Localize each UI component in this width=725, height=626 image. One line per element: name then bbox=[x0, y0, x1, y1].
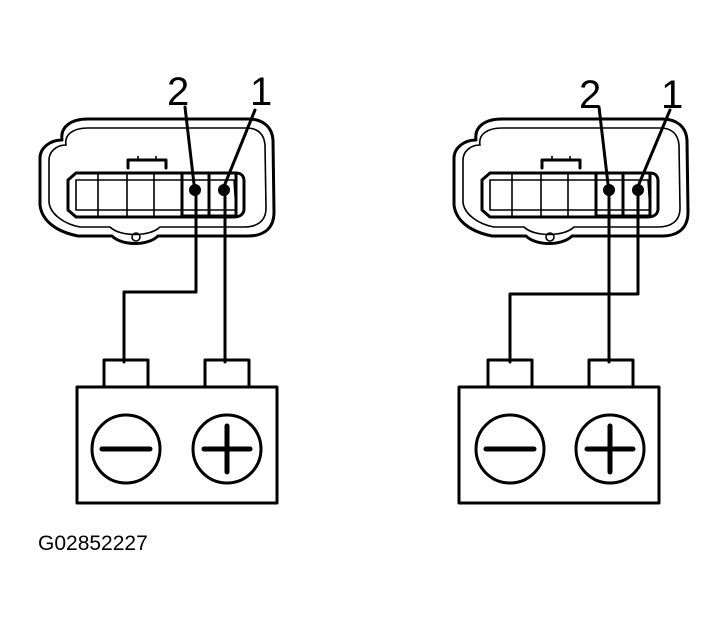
right-connector bbox=[452, 117, 690, 245]
positive-terminal-icon bbox=[191, 413, 263, 485]
left-diagram: 2 1 bbox=[38, 70, 279, 505]
right-pin-label-2: 2 bbox=[579, 73, 601, 117]
left-wire-pin2-to-negative bbox=[122, 194, 198, 364]
right-pin-label-1: 1 bbox=[661, 73, 683, 117]
negative-terminal-icon bbox=[474, 413, 546, 485]
positive-terminal-icon bbox=[574, 413, 646, 485]
left-pin-2-contact bbox=[189, 184, 201, 196]
right-diagram: 2 1 bbox=[452, 73, 690, 505]
negative-terminal-icon bbox=[90, 413, 162, 485]
right-pin-2-contact bbox=[603, 184, 615, 196]
left-pin-label-2: 2 bbox=[167, 70, 189, 114]
right-wire-pin1-to-negative bbox=[508, 194, 640, 364]
left-pin-1-contact bbox=[218, 184, 230, 196]
left-pin-label-1: 1 bbox=[250, 70, 272, 114]
right-battery bbox=[457, 358, 661, 505]
left-connector bbox=[38, 117, 276, 245]
figure-code: G02852227 bbox=[38, 532, 148, 555]
right-pin-1-contact bbox=[632, 184, 644, 196]
left-battery bbox=[75, 358, 279, 505]
